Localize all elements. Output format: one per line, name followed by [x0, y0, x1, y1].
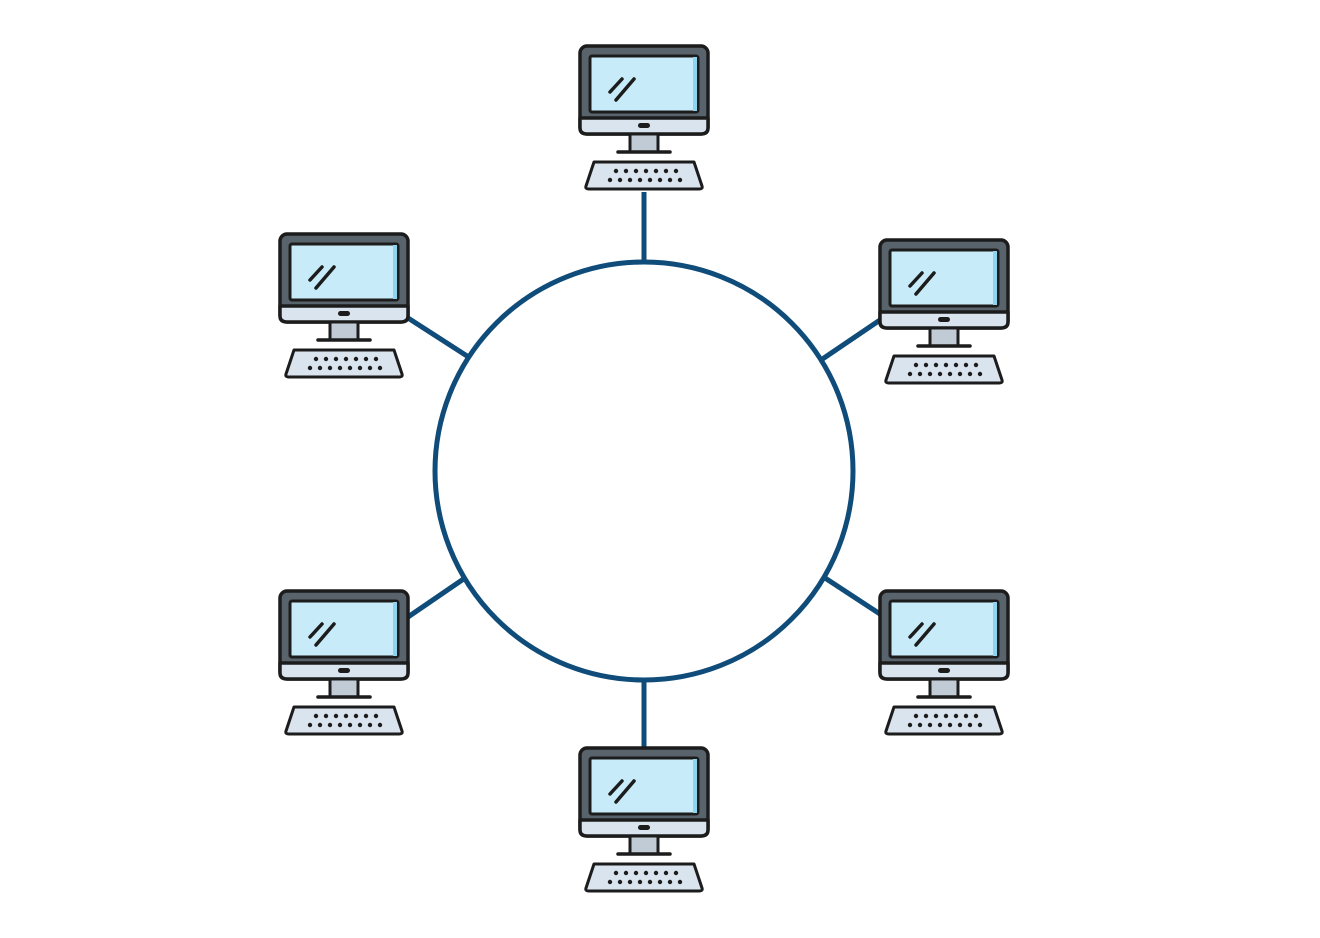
link-lower-left [406, 575, 467, 620]
computer-bottom [578, 746, 710, 893]
computer-lower-right [878, 589, 1010, 736]
link-upper-right [819, 317, 882, 363]
network-ring [432, 259, 856, 683]
link-lower-right [820, 573, 882, 617]
link-upper-left [406, 315, 469, 359]
computer-upper-left [278, 232, 410, 379]
computer-top [578, 44, 710, 191]
computer-lower-left [278, 589, 410, 736]
computer-upper-right [878, 238, 1010, 385]
network-links [406, 192, 882, 748]
